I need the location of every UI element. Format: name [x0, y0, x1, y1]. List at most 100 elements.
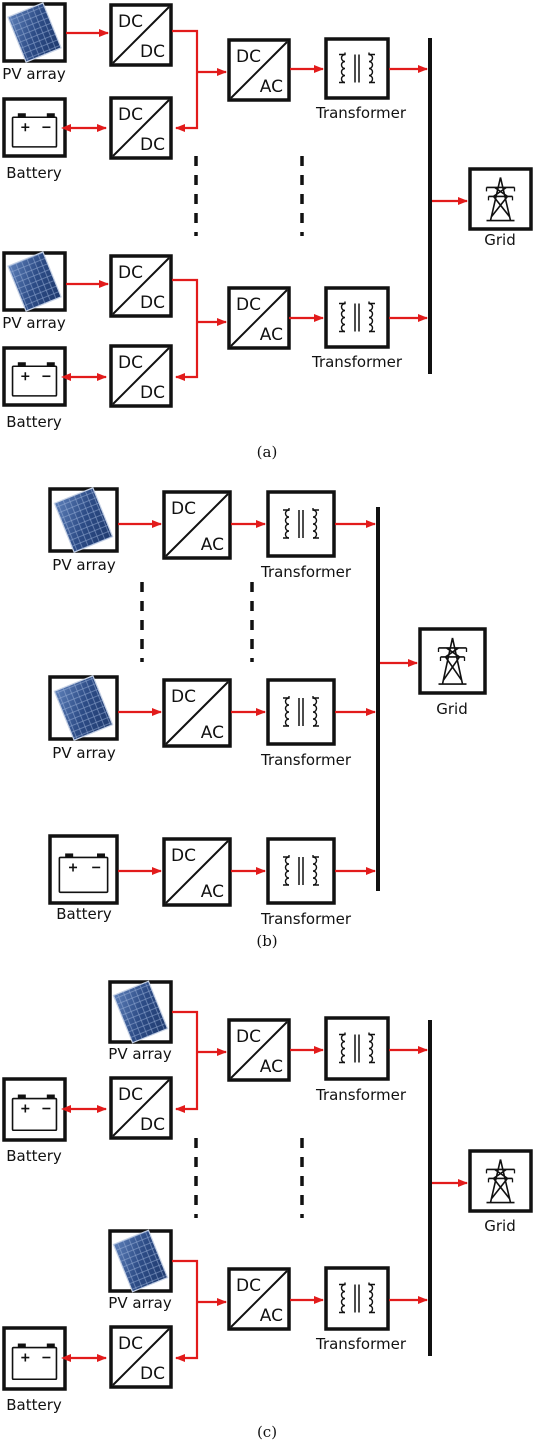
battery-box [2, 346, 67, 407]
plus-sign [21, 123, 30, 132]
converter-diagonal [230, 1021, 288, 1079]
converter-diagonal [112, 1328, 170, 1386]
primary-coil [340, 52, 346, 84]
converter-diagonal [230, 289, 288, 347]
battery-label: Battery [6, 413, 62, 431]
converter-input-label: DC [118, 353, 143, 373]
transformer-box [324, 286, 390, 349]
transformer-label: Transformer [260, 751, 352, 769]
dc-ac-inverter: DC AC [227, 1267, 291, 1331]
secondary-coil [312, 855, 318, 886]
plus-sign [21, 372, 30, 381]
transmission-tower-icon [485, 1159, 516, 1204]
tower-insulators [485, 187, 516, 201]
converter-output-label: AC [201, 535, 224, 555]
battery-terminal-minus [46, 362, 55, 367]
converter-input-label: DC [236, 295, 261, 315]
battery-box [2, 1077, 67, 1142]
grid-label: Grid [484, 231, 515, 249]
converter-diagonal [230, 1270, 288, 1328]
panel-cells [54, 675, 113, 741]
pv-array-label: PV array [108, 1294, 172, 1312]
battery-terminal-plus [65, 853, 74, 858]
converter-diagonal [112, 347, 170, 405]
battery-terminal-plus [17, 1094, 26, 1099]
transformer-box [324, 1266, 390, 1331]
grid-label: Grid [484, 1217, 515, 1235]
converter-input-label: DC [236, 1276, 261, 1296]
battery-label: Battery [6, 1147, 62, 1165]
transformer-label: Transformer [315, 1086, 407, 1104]
solar-panel-icon [7, 2, 62, 63]
transformer-box [324, 1016, 390, 1081]
transformer-box [266, 837, 336, 905]
battery-label: Battery [6, 164, 62, 182]
converter-output-label: DC [140, 135, 165, 155]
solar-panel-icon [112, 980, 169, 1044]
coil-leads [339, 53, 375, 84]
transformer-frame [324, 37, 390, 100]
primary-coil [284, 508, 290, 539]
tower-structure [486, 177, 515, 222]
secondary-coil [368, 1282, 374, 1314]
secondary-coil [368, 301, 374, 333]
battery-icon [11, 362, 58, 397]
battery-body [58, 856, 109, 894]
transformer-frame [324, 286, 390, 349]
converter-diagonal [112, 99, 170, 157]
transformer-icon [283, 508, 319, 539]
converter-output-label: AC [260, 77, 283, 97]
converter-input-label: DC [118, 105, 143, 125]
transformer-frame [266, 490, 336, 558]
converter-input-label: DC [118, 12, 143, 32]
tower-structure [486, 1159, 515, 1204]
pv-array-box [48, 675, 119, 741]
primary-coil [284, 696, 290, 727]
coil-leads [283, 509, 319, 539]
converter-diagonal [165, 493, 229, 557]
transformer-box [266, 678, 336, 746]
battery-icon [11, 113, 58, 148]
converter-output-label: AC [260, 1306, 283, 1326]
transformer-frame [324, 1266, 390, 1331]
battery-icon [58, 853, 109, 894]
secondary-coil [312, 696, 318, 727]
transformer-label: Transformer [315, 104, 407, 122]
converter-diagonal [165, 840, 229, 904]
grid-frame [468, 167, 533, 231]
pv-array-label: PV array [52, 744, 116, 762]
transformer-label: Transformer [315, 1335, 407, 1353]
pv-array-box [2, 251, 67, 312]
coil-leads [283, 697, 319, 727]
converter-input-label: DC [236, 1027, 261, 1047]
coil-leads [283, 856, 319, 886]
pv-array-label: PV array [2, 65, 66, 83]
battery-terminal-minus [46, 1094, 55, 1099]
battery-terminal-minus [97, 853, 106, 858]
converter-output-label: AC [201, 882, 224, 902]
transformer-icon [283, 696, 319, 727]
pv-array-box [108, 1229, 173, 1293]
dcdc-to-battery-path [172, 29, 199, 132]
converter-input-label: DC [236, 47, 261, 67]
converter-input-label: DC [118, 263, 143, 283]
battery-terminal-plus [17, 1343, 26, 1348]
transmission-tower-icon [485, 177, 516, 222]
battery-icon [11, 1094, 58, 1132]
panel-cells [113, 1230, 168, 1292]
secondary-coil [312, 508, 318, 539]
transformer-box [266, 490, 336, 558]
pv-array-label: PV array [52, 556, 116, 574]
converter-diagonal [112, 257, 170, 315]
converter-input-label: DC [171, 687, 196, 707]
converter-output-label: AC [260, 325, 283, 345]
dc-dc-converter: DC DC [109, 96, 173, 160]
solar-panel-icon [7, 251, 62, 312]
converter-output-label: AC [260, 1057, 283, 1077]
